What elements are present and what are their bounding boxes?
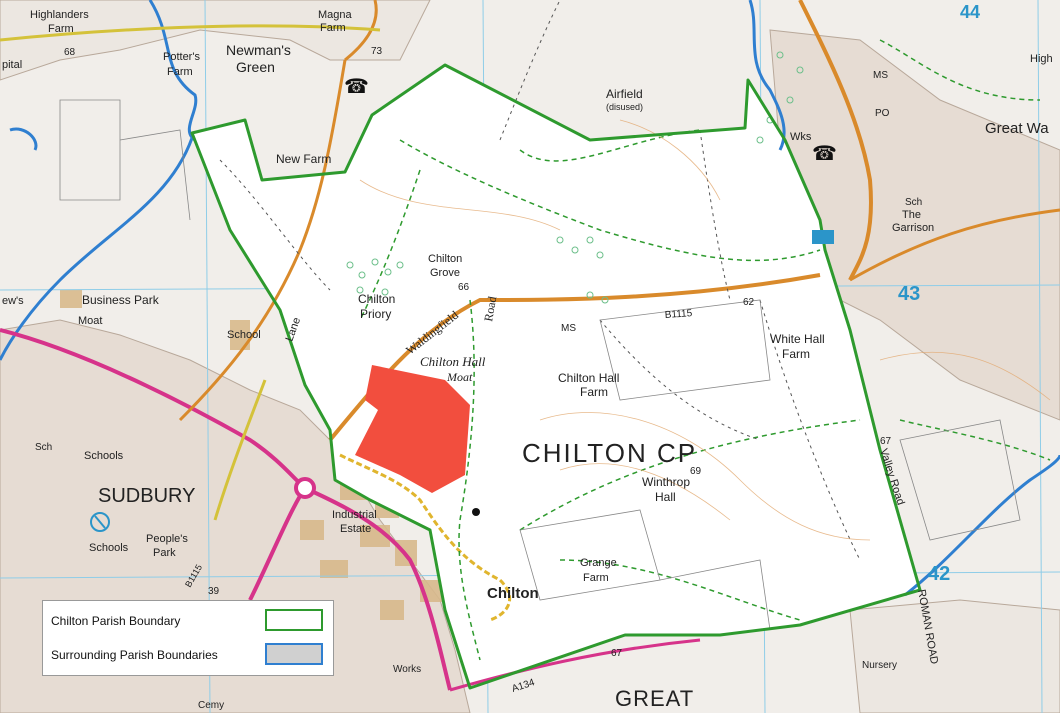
place-highlanders-2: Farm: [48, 23, 74, 35]
place-industrial: Industrial: [332, 509, 377, 521]
church-icon: [472, 508, 480, 516]
parish-name-label: CHILTON CP: [522, 438, 697, 468]
parish-area: [192, 65, 920, 688]
footpaths: [219, 0, 861, 561]
place-grange: Grange: [580, 557, 617, 569]
contours: [359, 119, 1051, 541]
place-chilton-grove: Chilton: [428, 253, 462, 265]
spot-height: 67: [611, 648, 623, 659]
legend-label-surrounding: Surrounding Parish Boundaries: [51, 648, 218, 662]
legend-swatch-chilton: [265, 609, 323, 631]
place-potters-2: Farm: [167, 66, 193, 78]
place-peoples-park-2: Park: [153, 547, 176, 559]
place-cemy: Cemy: [198, 700, 224, 711]
place-chilton-hall-farm-2: Farm: [580, 385, 608, 399]
place-magna: Magna: [318, 9, 353, 21]
place-newmans-2: Green: [236, 59, 275, 75]
spot-height: 39: [208, 586, 220, 597]
place-sch-east: Sch: [905, 197, 922, 208]
spot-height: 66: [458, 282, 470, 293]
place-works: Works: [393, 664, 421, 675]
place-great: GREAT: [615, 686, 694, 711]
place-white-hall-2: Farm: [782, 347, 810, 361]
place-nursery: Nursery: [862, 660, 897, 671]
place-highlanders: Highlanders: [30, 9, 89, 21]
place-magna-2: Farm: [320, 22, 346, 34]
place-the-garrison-2: Garrison: [892, 222, 934, 234]
place-ms-north: MS: [873, 70, 888, 81]
place-wks: Wks: [790, 131, 812, 143]
grid-number: 43: [898, 283, 920, 305]
legend-label-chilton: Chilton Parish Boundary: [51, 614, 181, 628]
place-ews: ew's: [2, 295, 24, 307]
place-high: High: [1030, 53, 1053, 65]
place-schools: Schools: [84, 450, 124, 462]
place-moat-west: Moat: [78, 315, 102, 327]
spot-height: 68: [64, 47, 76, 58]
spot-height: 73: [371, 46, 383, 57]
place-airfield: Airfield: [606, 87, 643, 101]
place-schools-2: Schools: [89, 542, 129, 554]
telephone-icon: ☎: [344, 76, 369, 98]
place-winthrop-2: Hall: [655, 490, 676, 504]
place-pital: pital: [2, 59, 22, 71]
map-legend: Chilton Parish Boundary Surrounding Pari…: [42, 600, 334, 676]
place-the-garrison: The: [902, 209, 921, 221]
place-great-wa: Great Wa: [985, 120, 1049, 137]
place-school: School: [227, 329, 261, 341]
grid-number: 42: [928, 563, 950, 585]
place-business-park: Business Park: [82, 293, 160, 307]
place-grange-2: Farm: [583, 572, 609, 584]
place-airfield-2: (disused): [606, 102, 643, 112]
grid-number: 44: [960, 2, 980, 22]
road-b1115: B1115: [664, 308, 693, 321]
place-moat: Moat: [446, 370, 473, 384]
spot-height: 69: [690, 466, 702, 477]
spot-height: 62: [743, 297, 755, 308]
place-sch: Sch: [35, 442, 52, 453]
place-ms-road: MS: [561, 323, 576, 334]
place-winthrop: Winthrop: [642, 475, 690, 489]
spot-height: 67: [880, 436, 892, 447]
field-boundaries: [59, 99, 1021, 631]
place-industrial-2: Estate: [340, 523, 371, 535]
place-new-farm: New Farm: [276, 152, 331, 166]
place-chilton-grove-2: Grove: [430, 267, 460, 279]
place-po: PO: [875, 108, 890, 119]
place-newmans: Newman's: [226, 42, 291, 58]
place-potters: Potter's: [163, 51, 200, 63]
legend-swatch-surrounding: [265, 643, 323, 665]
road-road: Road: [481, 295, 499, 322]
bus-station-icon: [812, 230, 834, 244]
place-chilton-hall: Chilton Hall: [420, 354, 486, 369]
place-chilton: Chilton: [487, 585, 539, 602]
site-area: [355, 365, 470, 493]
place-chilton-priory-2: Priory: [360, 307, 391, 321]
place-chilton-priory: Chilton: [358, 292, 395, 306]
chilton-parish-boundary: [190, 63, 922, 690]
telephone-icon: ☎: [812, 143, 837, 165]
place-white-hall: White Hall: [770, 332, 825, 346]
roundabout: [294, 477, 316, 499]
place-sudbury: SUDBURY: [98, 485, 195, 507]
sports-icon: [90, 512, 110, 532]
place-peoples-park: People's: [146, 533, 188, 545]
place-chilton-hall-farm: Chilton Hall: [558, 371, 619, 385]
